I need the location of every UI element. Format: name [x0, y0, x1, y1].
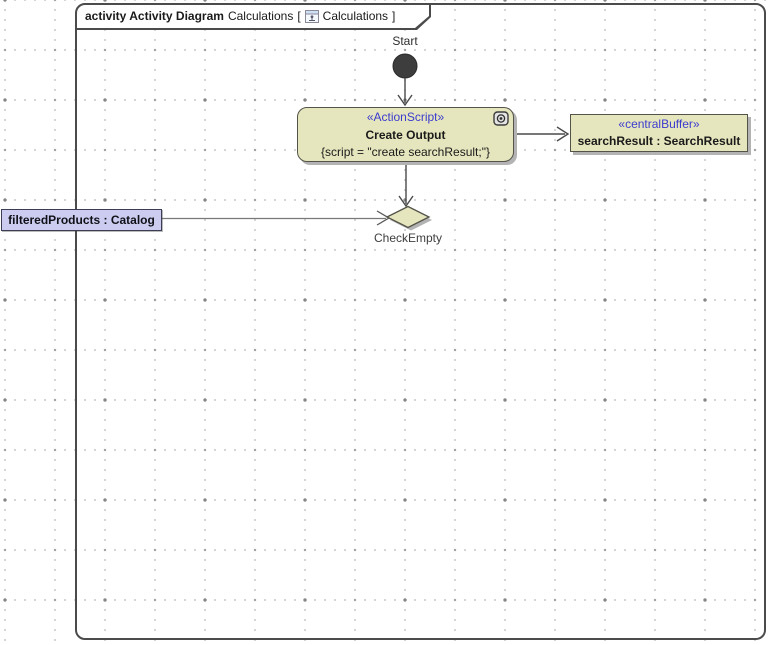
central-buffer-node[interactable]: «centralBuffer» searchResult : SearchRes… — [570, 114, 748, 152]
activity-diagram-icon — [305, 10, 319, 23]
decision-node[interactable] — [385, 205, 431, 229]
behavior-gear-icon — [493, 111, 509, 126]
initial-node[interactable] — [392, 53, 418, 79]
frame-diagram-name: Calculations — [227, 9, 294, 23]
decision-node-label[interactable]: CheckEmpty — [373, 231, 443, 245]
action-script-body: {script = "create searchResult;"} — [321, 145, 490, 159]
action-node-create-output[interactable]: «ActionScript» Create Output {script = "… — [297, 107, 514, 162]
frame-context-name: Calculations — [322, 9, 389, 23]
action-name: Create Output — [365, 127, 446, 142]
object-flow-action-to-buffer[interactable] — [514, 126, 570, 142]
frame-bracket-close: ] — [392, 9, 396, 23]
frame-bracket-open: [ — [297, 9, 301, 23]
frame-heading-pentagon: activity Activity Diagram Calculations [… — [77, 5, 431, 30]
activity-frame: activity Activity Diagram Calculations [… — [75, 3, 766, 640]
buffer-stereotype: «centralBuffer» — [618, 116, 700, 131]
control-flow-action-to-decision[interactable] — [398, 163, 414, 208]
action-stereotype: «ActionScript» — [366, 110, 445, 124]
frame-heading-kind: activity Activity Diagram — [85, 9, 224, 23]
object-node-filteredproducts[interactable]: filteredProducts : Catalog — [1, 209, 162, 231]
control-flow-start-to-action[interactable] — [397, 78, 413, 107]
object-flow-filteredproducts-to-decision[interactable] — [162, 210, 391, 226]
start-node-label[interactable]: Start — [392, 34, 418, 48]
buffer-name: searchResult : SearchResult — [577, 134, 741, 148]
frame-heading[interactable]: activity Activity Diagram Calculations [… — [77, 5, 429, 28]
